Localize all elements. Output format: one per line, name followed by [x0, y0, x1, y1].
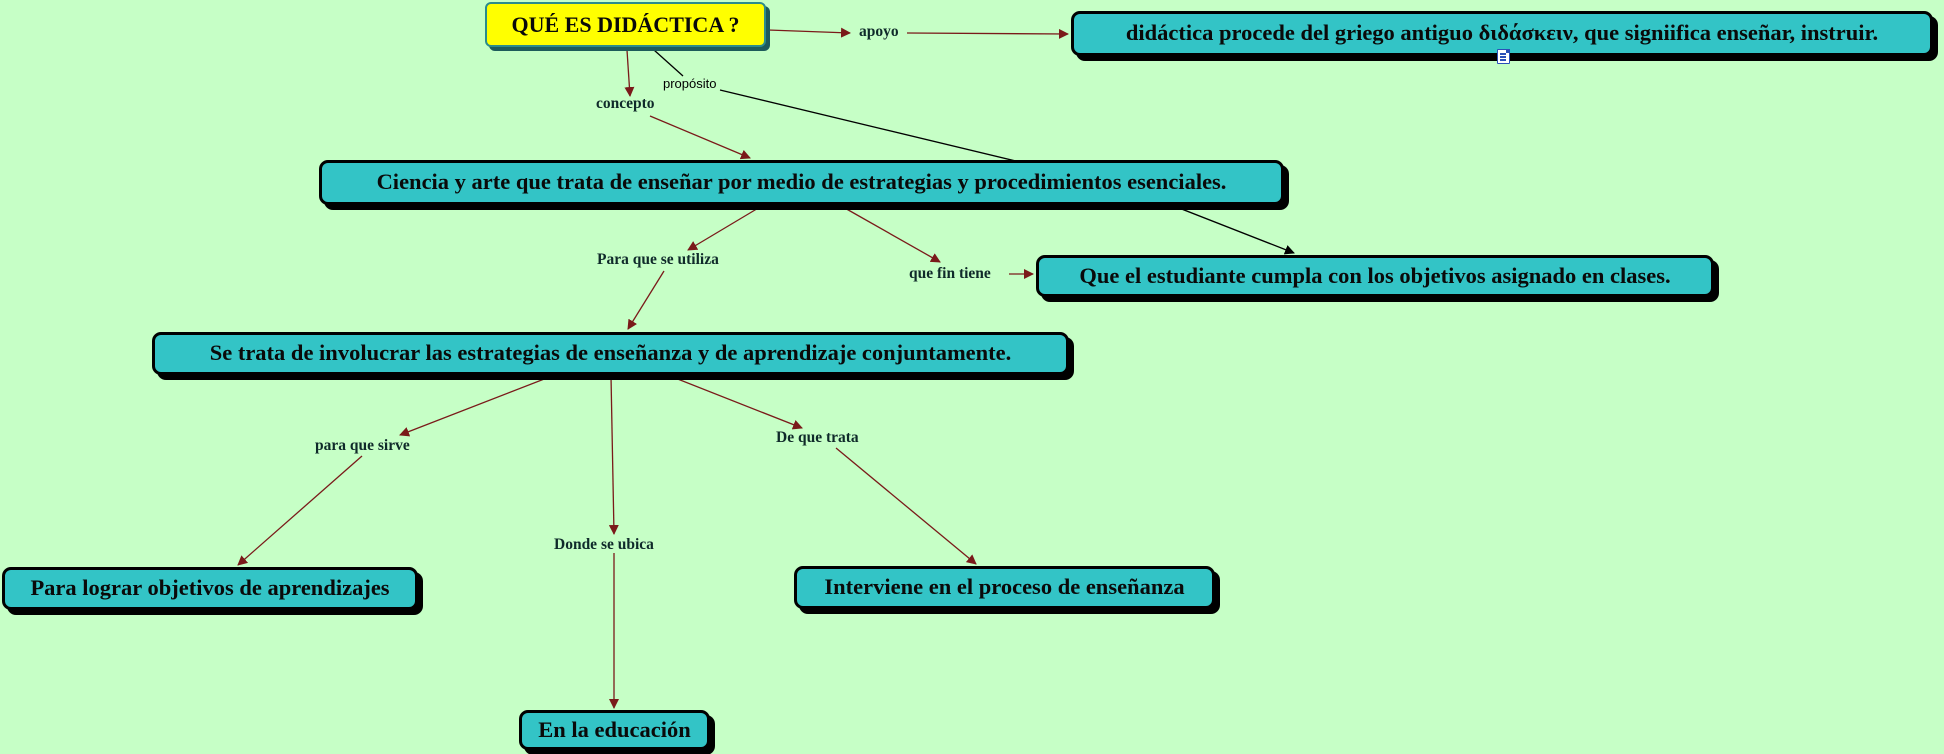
concept-origin[interactable]: didáctica procede del griego antiguo διδ… [1071, 11, 1933, 56]
link-label-proposito: propósito [663, 76, 717, 91]
link-strategies-de-que-trata [669, 375, 803, 430]
link-label-para-que-sirve: para que sirve [315, 437, 410, 454]
link-definition-para-que-se-utiliza [687, 206, 761, 251]
concept-root[interactable]: QUÉ ES DIDÁCTICA ? [485, 2, 766, 47]
link-para-que-sirve-objectives [237, 455, 363, 566]
link-root-proposito [653, 49, 684, 77]
link-concepto-definition [649, 115, 751, 160]
link-root-apoyo [767, 27, 851, 38]
concept-process[interactable]: Interviene en el proceso de enseñanza [794, 566, 1215, 609]
link-root-concepto [624, 49, 635, 97]
link-label-que-fin-tiene: que fin tiene [909, 265, 991, 282]
link-label-concepto: concepto [596, 95, 655, 112]
link-apoyo-origin [906, 28, 1069, 39]
concept-education[interactable]: En la educación [519, 710, 710, 750]
document-icon[interactable] [1497, 49, 1510, 64]
link-de-que-trata-process [835, 447, 977, 565]
concept-strategies[interactable]: Se trata de involucrar las estrategias d… [152, 332, 1069, 375]
link-strategies-para-que-sirve [399, 375, 553, 437]
link-definition-que-fin-tiene [842, 206, 941, 263]
link-strategies-donde-se-ubica [608, 375, 619, 535]
concept-definition[interactable]: Ciencia y arte que trata de enseñar por … [319, 160, 1284, 205]
link-label-de-que-trata: De que trata [776, 429, 859, 446]
link-label-para-que-se-utiliza: Para que se utiliza [597, 251, 719, 268]
link-label-donde-se-ubica: Donde se ubica [554, 536, 654, 553]
link-label-apoyo: apoyo [859, 23, 899, 40]
concept-goal[interactable]: Que el estudiante cumpla con los objetiv… [1036, 255, 1714, 297]
concept-objectives[interactable]: Para lograr objetivos de aprendizajes [2, 567, 418, 610]
link-para-que-se-utiliza-strategies [627, 270, 665, 330]
